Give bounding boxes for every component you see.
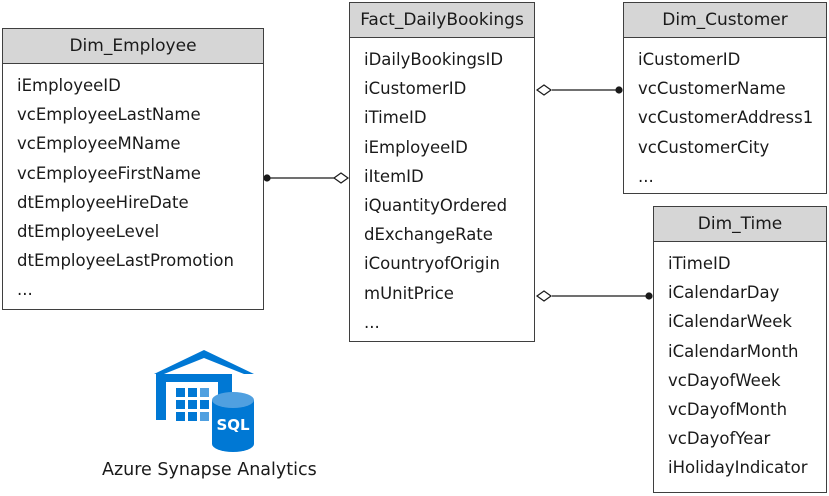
table-dim-customer: Dim_Customer iCustomerID vcCustomerName …: [623, 2, 827, 194]
field: dExchangeRate: [364, 225, 493, 245]
one-end-time: [645, 292, 653, 300]
field-list: iCustomerID vcCustomerName vcCustomerAdd…: [624, 38, 826, 191]
field: iTimeID: [364, 108, 427, 128]
field-list: iTimeID iCalendarDay iCalendarWeek iCale…: [654, 242, 826, 483]
field-list: iEmployeeID vcEmployeeLastName vcEmploye…: [3, 64, 263, 305]
many-end-fact-employee: [332, 172, 350, 184]
table-dim-time: Dim_Time iTimeID iCalendarDay iCalendarW…: [653, 206, 827, 493]
field: iDailyBookingsID: [364, 50, 504, 69]
field: iCalendarDay: [668, 283, 780, 303]
table-title: Dim_Customer: [624, 3, 826, 38]
azure-synapse-icon: SQL: [154, 350, 254, 452]
one-end-employee: [263, 174, 271, 182]
field: iEmployeeID: [364, 137, 468, 157]
field: iCustomerID: [638, 50, 741, 69]
table-title: Dim_Employee: [3, 29, 263, 64]
field: iHolidayIndicator: [668, 458, 808, 478]
field: vcDayofYear: [668, 429, 771, 449]
field: vcDayofWeek: [668, 370, 781, 390]
field: vcDayofMonth: [668, 399, 788, 419]
field: dtEmployeeHireDate: [17, 192, 189, 212]
field: vcEmployeeFirstName: [17, 163, 201, 183]
many-end-fact-time: [535, 290, 553, 302]
field: iCalendarWeek: [668, 312, 792, 332]
field: iTimeID: [668, 254, 731, 273]
logo-caption: Azure Synapse Analytics: [102, 460, 317, 480]
field-more: ...: [638, 166, 654, 186]
field: vcCustomerName: [638, 79, 786, 99]
field-more: ...: [364, 312, 380, 332]
table-title: Fact_DailyBookings: [350, 3, 534, 38]
field: iCountryofOrigin: [364, 254, 500, 274]
field-more: ...: [17, 280, 33, 300]
field: iEmployeeID: [17, 76, 121, 95]
sql-badge: SQL: [216, 416, 250, 434]
field: iItemID: [364, 166, 424, 186]
field: vcEmployeeMName: [17, 134, 181, 154]
field: iQuantityOrdered: [364, 195, 508, 215]
many-end-fact-customer: [535, 84, 553, 96]
one-end-customer: [615, 86, 623, 94]
field: iCalendarMonth: [668, 341, 799, 361]
table-fact-dailybookings: Fact_DailyBookings iDailyBookingsID iCus…: [349, 2, 535, 342]
field: dtEmployeeLevel: [17, 221, 160, 241]
field: vcCustomerAddress1: [638, 108, 814, 128]
table-title: Dim_Time: [654, 207, 826, 242]
field: vcCustomerCity: [638, 137, 770, 157]
field: vcEmployeeLastName: [17, 105, 201, 125]
field-list: iDailyBookingsID iCustomerID iTimeID iEm…: [350, 38, 534, 337]
field: dtEmployeeLastPromotion: [17, 251, 234, 271]
table-dim-employee: Dim_Employee iEmployeeID vcEmployeeLastN…: [2, 28, 264, 310]
field: iCustomerID: [364, 79, 467, 99]
field: mUnitPrice: [364, 283, 454, 303]
